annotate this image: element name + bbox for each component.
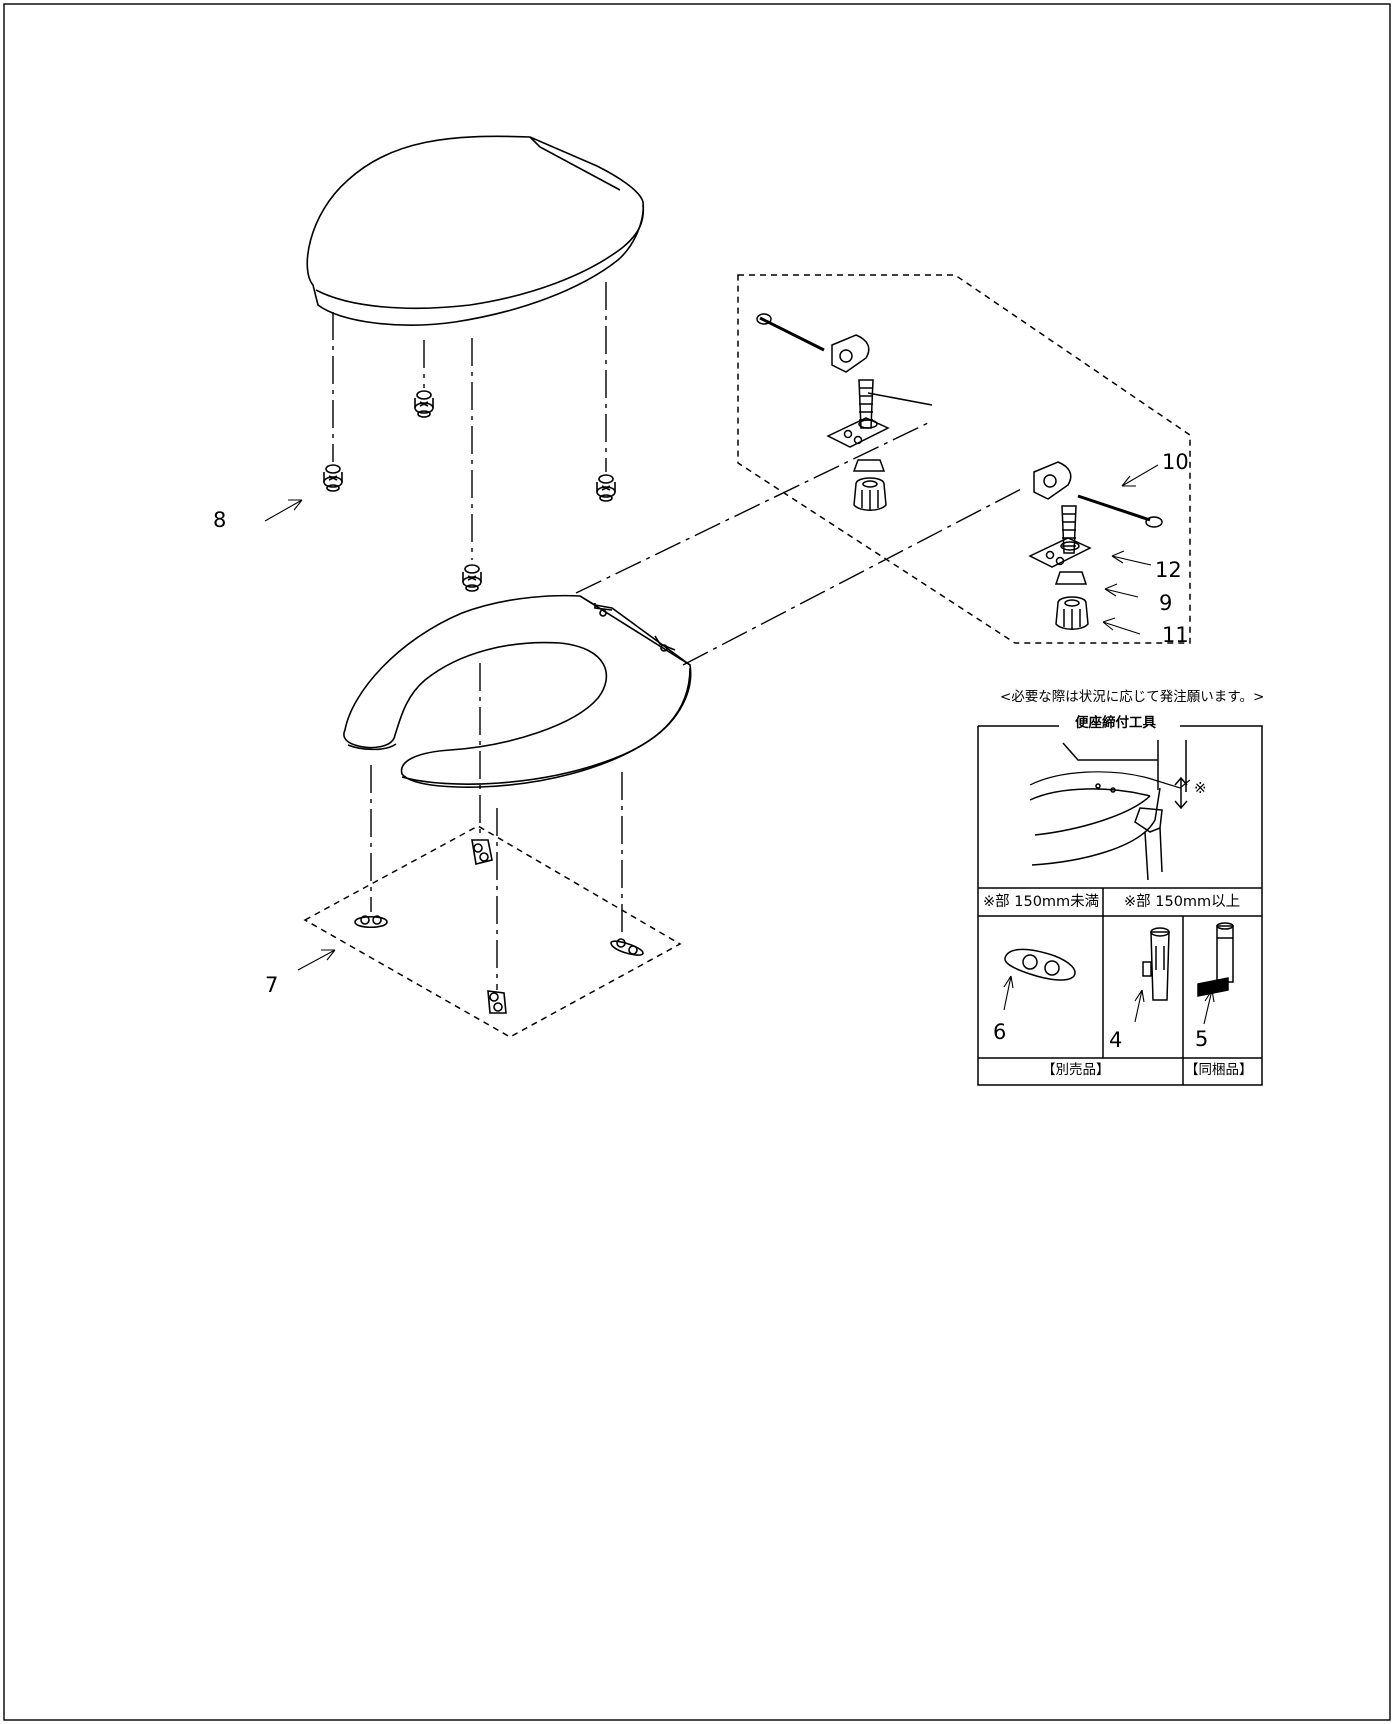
bundled-label: 【同梱品】 <box>1185 1062 1253 1078</box>
page-border <box>3 3 1391 1721</box>
seat-bumpers <box>354 839 644 1014</box>
tool-order-note: <必要な際は状況に応じて発注願います。> <box>1000 689 1265 705</box>
height-mark: ※ <box>1194 779 1207 797</box>
part-number-12: 12 <box>1155 558 1182 582</box>
sold-separately-label: 【別売品】 <box>1042 1062 1110 1078</box>
seat-bumper-boundary <box>303 825 682 1038</box>
part-number-6: 6 <box>993 1020 1007 1044</box>
lid-bumpers <box>323 390 616 592</box>
toilet-seat <box>343 594 692 788</box>
hinge-hardware <box>756 313 1163 630</box>
part-number-5: 5 <box>1195 1027 1209 1051</box>
part-number-7: 7 <box>265 973 279 997</box>
column-under-150mm: ※部 150mm未満 <box>983 894 1100 910</box>
part-number-8: 8 <box>213 508 227 532</box>
part-number-11: 11 <box>1162 623 1189 647</box>
part-number-10: 10 <box>1162 450 1189 474</box>
part-number-9: 9 <box>1159 591 1173 615</box>
assembly-lines <box>332 282 1026 990</box>
tool-panel-title: 便座締付工具 <box>1075 715 1156 731</box>
leader-arrows <box>264 464 1215 1025</box>
tool-panel <box>977 725 1263 1086</box>
column-over-150mm: ※部 150mm以上 <box>1124 894 1241 910</box>
part-number-4: 4 <box>1109 1028 1123 1052</box>
hinge-kit-boundary <box>737 274 1191 644</box>
toilet-lid <box>306 135 645 326</box>
